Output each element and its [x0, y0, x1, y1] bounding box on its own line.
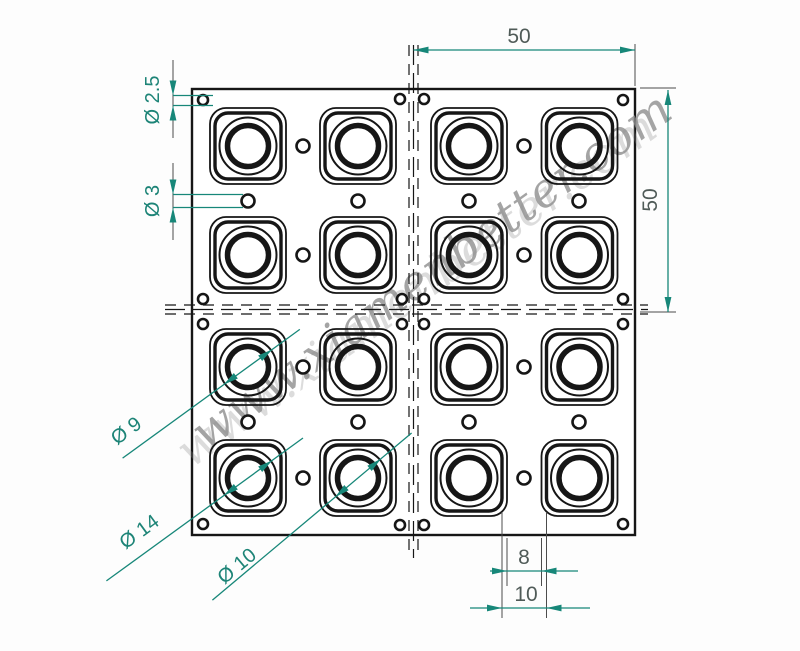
locating-hole — [240, 193, 256, 209]
dimension-arrowhead — [664, 90, 672, 105]
dim-key-gap-top-label: 8 — [518, 546, 530, 569]
dimension-arrowhead — [223, 373, 238, 385]
corner-hole — [616, 292, 630, 306]
dim-locating-hole-label: Ø 3 — [142, 185, 164, 217]
vertical-centerline — [408, 45, 419, 558]
dim-key-inner-circle-label: Ø 9 — [107, 413, 146, 450]
dimension-arrowhead — [169, 207, 177, 223]
dim-key-gap-top: 8 — [490, 538, 578, 586]
dimension-arrowhead — [541, 567, 557, 575]
corner-hole — [395, 317, 409, 331]
locating-hole — [516, 470, 532, 486]
dimension-arrowhead — [664, 297, 672, 312]
dimension-arrowhead — [258, 349, 273, 361]
small-holes — [196, 92, 630, 532]
dimension-arrowhead — [223, 484, 238, 496]
corner-hole — [196, 292, 210, 306]
corner-hole — [395, 292, 409, 306]
locating-hole — [240, 414, 256, 430]
locating-hole — [516, 359, 532, 375]
dim-key-gap-base: 10 — [470, 512, 590, 618]
dim-key-gap-base-label: 10 — [514, 583, 537, 606]
dimension-arrowhead — [413, 46, 429, 54]
corner-hole — [417, 92, 431, 106]
dimension-arrowhead — [367, 458, 381, 471]
dim-right-height-label: 50 — [639, 188, 662, 211]
locating-hole — [516, 247, 532, 263]
corner-hole — [196, 317, 210, 331]
locating-hole — [461, 414, 477, 430]
dim-corner-hole-label: Ø 2.5 — [142, 76, 164, 125]
dimension-arrowhead — [169, 80, 177, 96]
corner-hole — [616, 317, 630, 331]
corner-hole — [417, 317, 431, 331]
dim-top-width-label: 50 — [507, 25, 530, 48]
locating-hole — [350, 193, 366, 209]
locating-hole — [295, 138, 311, 154]
corner-hole — [196, 93, 210, 107]
corner-hole — [616, 517, 630, 531]
horizontal-centerline — [165, 304, 648, 315]
dimension-arrowhead — [487, 604, 502, 612]
dimension-arrowhead — [169, 105, 177, 121]
locating-hole — [571, 414, 587, 430]
locating-hole — [295, 247, 311, 263]
locating-hole — [295, 470, 311, 486]
corner-hole — [196, 517, 210, 531]
dim-corner-hole: Ø 2.5 — [142, 60, 213, 138]
locating-hole — [461, 193, 477, 209]
locating-hole — [350, 414, 366, 430]
dimension-arrowhead — [492, 567, 507, 575]
corner-hole — [417, 518, 431, 532]
dimension-arrows — [169, 46, 672, 612]
corner-hole — [393, 92, 407, 106]
dim-right-height: 50 — [639, 87, 676, 313]
dim-key-ring-circle-label: Ø 10 — [213, 544, 260, 589]
dim-top-width: 50 — [413, 25, 636, 86]
dimension-arrowhead — [169, 179, 177, 195]
locating-hole — [516, 138, 532, 154]
locating-hole — [295, 359, 311, 375]
dimension-arrowhead — [546, 604, 562, 612]
dim-locating-hole: Ø 3 — [142, 163, 243, 240]
corner-hole — [616, 93, 630, 107]
locating-hole — [571, 193, 587, 209]
dim-key-base-circle-label: Ø 14 — [115, 511, 163, 554]
corner-hole — [393, 518, 407, 532]
dimension-arrowhead — [258, 460, 273, 472]
corner-hole — [417, 292, 431, 306]
dimension-arrowhead — [620, 46, 635, 54]
dimension-arrowhead — [335, 485, 349, 498]
